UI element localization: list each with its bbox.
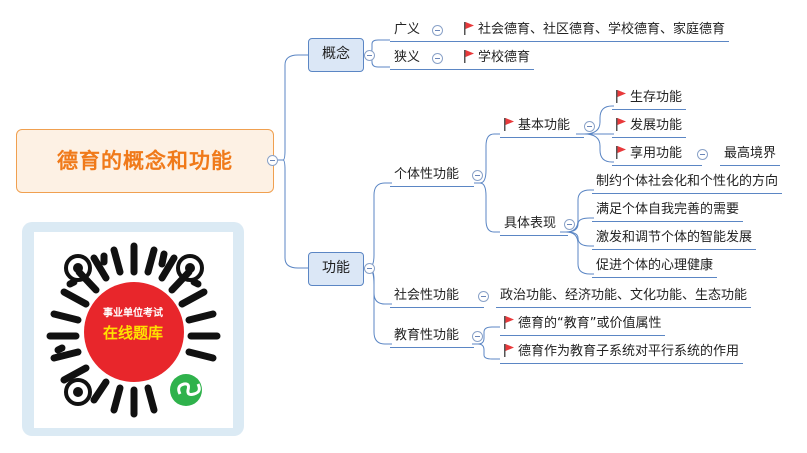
topic-concept[interactable]: 概念 — [308, 38, 364, 72]
red-flag-icon — [464, 50, 474, 63]
topic-individual[interactable]: 个体性功能 — [390, 166, 474, 187]
basic-item[interactable]: 发展功能 — [612, 117, 687, 138]
collapse-toggle[interactable] — [364, 263, 375, 274]
red-flag-icon — [616, 90, 626, 103]
concrete-item[interactable]: 促进个体的心理健康 — [592, 257, 718, 278]
topic-narrow-label: 狭义 — [394, 50, 421, 65]
concrete-item[interactable]: 满足个体自我完善的需要 — [592, 201, 744, 222]
red-flag-icon — [464, 22, 474, 35]
collapse-toggle[interactable] — [472, 170, 483, 181]
topic-education[interactable]: 教育性功能 — [390, 327, 474, 348]
collapse-toggle[interactable] — [584, 121, 595, 132]
collapse-toggle[interactable] — [564, 219, 575, 230]
collapse-toggle[interactable] — [432, 53, 443, 64]
basic-item[interactable]: 享用功能 — [612, 145, 702, 166]
qr-line-2: 在线题库 — [102, 324, 163, 342]
red-flag-icon — [616, 118, 626, 131]
concrete-item[interactable]: 激发和调节个体的智能发展 — [592, 229, 757, 250]
topic-function[interactable]: 功能 — [308, 252, 364, 286]
qr-line-1: 事业单位考试 — [103, 308, 163, 319]
topic-social[interactable]: 社会性功能 — [390, 287, 484, 308]
collapse-toggle[interactable] — [478, 291, 489, 302]
collapse-toggle[interactable] — [267, 155, 278, 166]
concrete-item[interactable]: 制约个体社会化和个性化的方向 — [592, 173, 783, 194]
enjoy-child[interactable]: 最高境界 — [720, 145, 781, 166]
topic-narrow-value[interactable]: 学校德育 — [460, 49, 535, 70]
collapse-toggle[interactable] — [364, 50, 375, 61]
qr-code[interactable] — [34, 232, 233, 428]
red-flag-icon — [504, 316, 514, 329]
qr-pattern-icon — [46, 242, 221, 418]
topic-broad-label: 广义 — [394, 22, 421, 37]
root-topic[interactable]: 德育的概念和功能 — [16, 129, 274, 193]
collapse-toggle[interactable] — [472, 331, 483, 342]
topic-basic[interactable]: 基本功能 — [500, 117, 584, 138]
basic-item[interactable]: 生存功能 — [612, 89, 687, 110]
red-flag-icon — [504, 118, 514, 131]
red-flag-icon — [616, 146, 626, 159]
topic-concrete[interactable]: 具体表现 — [500, 215, 568, 236]
topic-broad-value[interactable]: 社会德育、社区德育、学校德育、家庭德育 — [460, 21, 730, 42]
topic-broad[interactable]: 广义 — [390, 21, 474, 42]
collapse-toggle[interactable] — [432, 25, 443, 36]
topic-narrow[interactable]: 狭义 — [390, 49, 474, 70]
topic-social-value[interactable]: 政治功能、经济功能、文化功能、生态功能 — [496, 287, 752, 308]
red-flag-icon — [504, 344, 514, 357]
education-item[interactable]: 德育的“教育”或价值属性 — [500, 315, 666, 336]
education-item[interactable]: 德育作为教育子系统对平行系统的作用 — [500, 343, 744, 364]
collapse-toggle[interactable] — [697, 149, 708, 160]
